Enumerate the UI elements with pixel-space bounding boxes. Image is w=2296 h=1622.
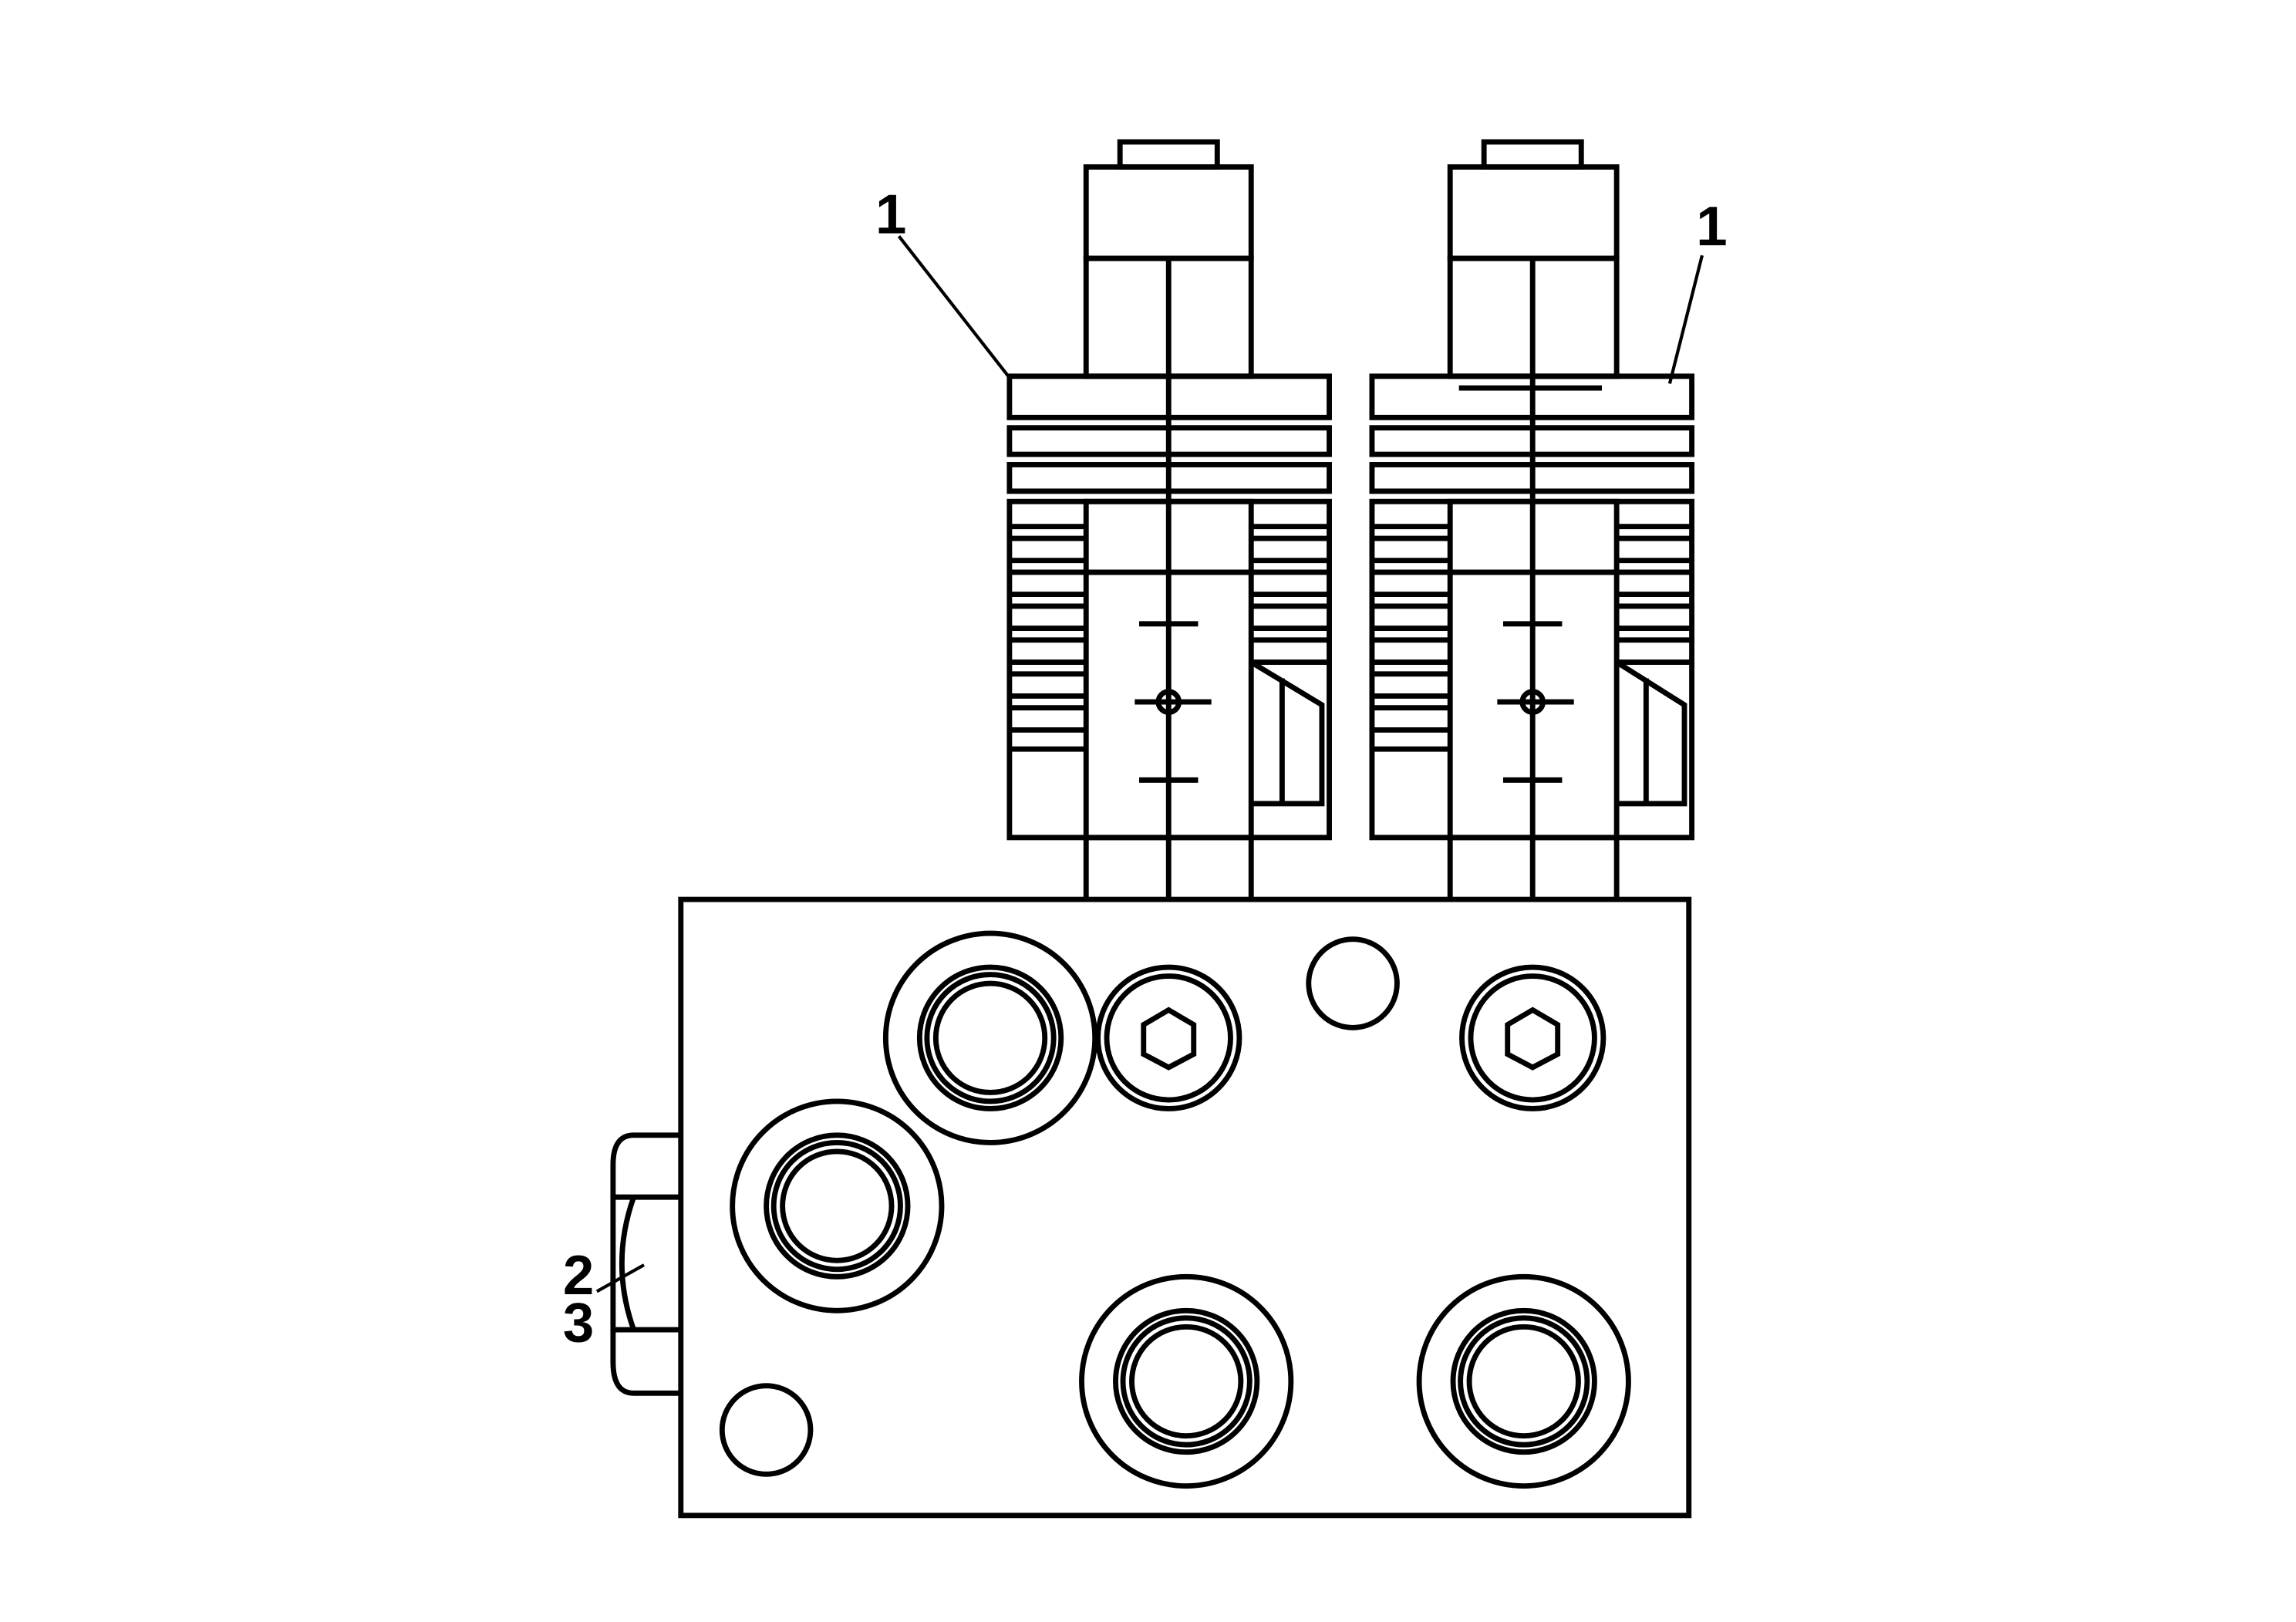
leader-line-1-right	[1667, 255, 1704, 384]
blind-plug-top	[1306, 936, 1400, 1030]
port-bottom-right	[1416, 1273, 1631, 1489]
callout-label-2: 2	[563, 1244, 594, 1307]
valve-body	[678, 896, 1692, 1519]
callout-label-1-left: 1	[875, 183, 906, 245]
solenoid-left	[1006, 139, 1332, 900]
callout-label-1-right: 1	[1696, 195, 1727, 258]
port-upper-left	[882, 930, 1098, 1145]
callout-label-3: 3	[563, 1291, 594, 1354]
socket-screw-right	[1459, 964, 1607, 1111]
blind-plug-bottom	[719, 1383, 814, 1477]
port-middle-left	[730, 1098, 945, 1313]
leader-line-2	[595, 1263, 646, 1293]
port-bottom-middle	[1079, 1273, 1294, 1489]
socket-screw-left	[1095, 964, 1242, 1111]
solenoid-right	[1369, 139, 1695, 900]
side-hex-plug	[610, 1132, 681, 1396]
leader-line-1-left	[897, 235, 1011, 379]
